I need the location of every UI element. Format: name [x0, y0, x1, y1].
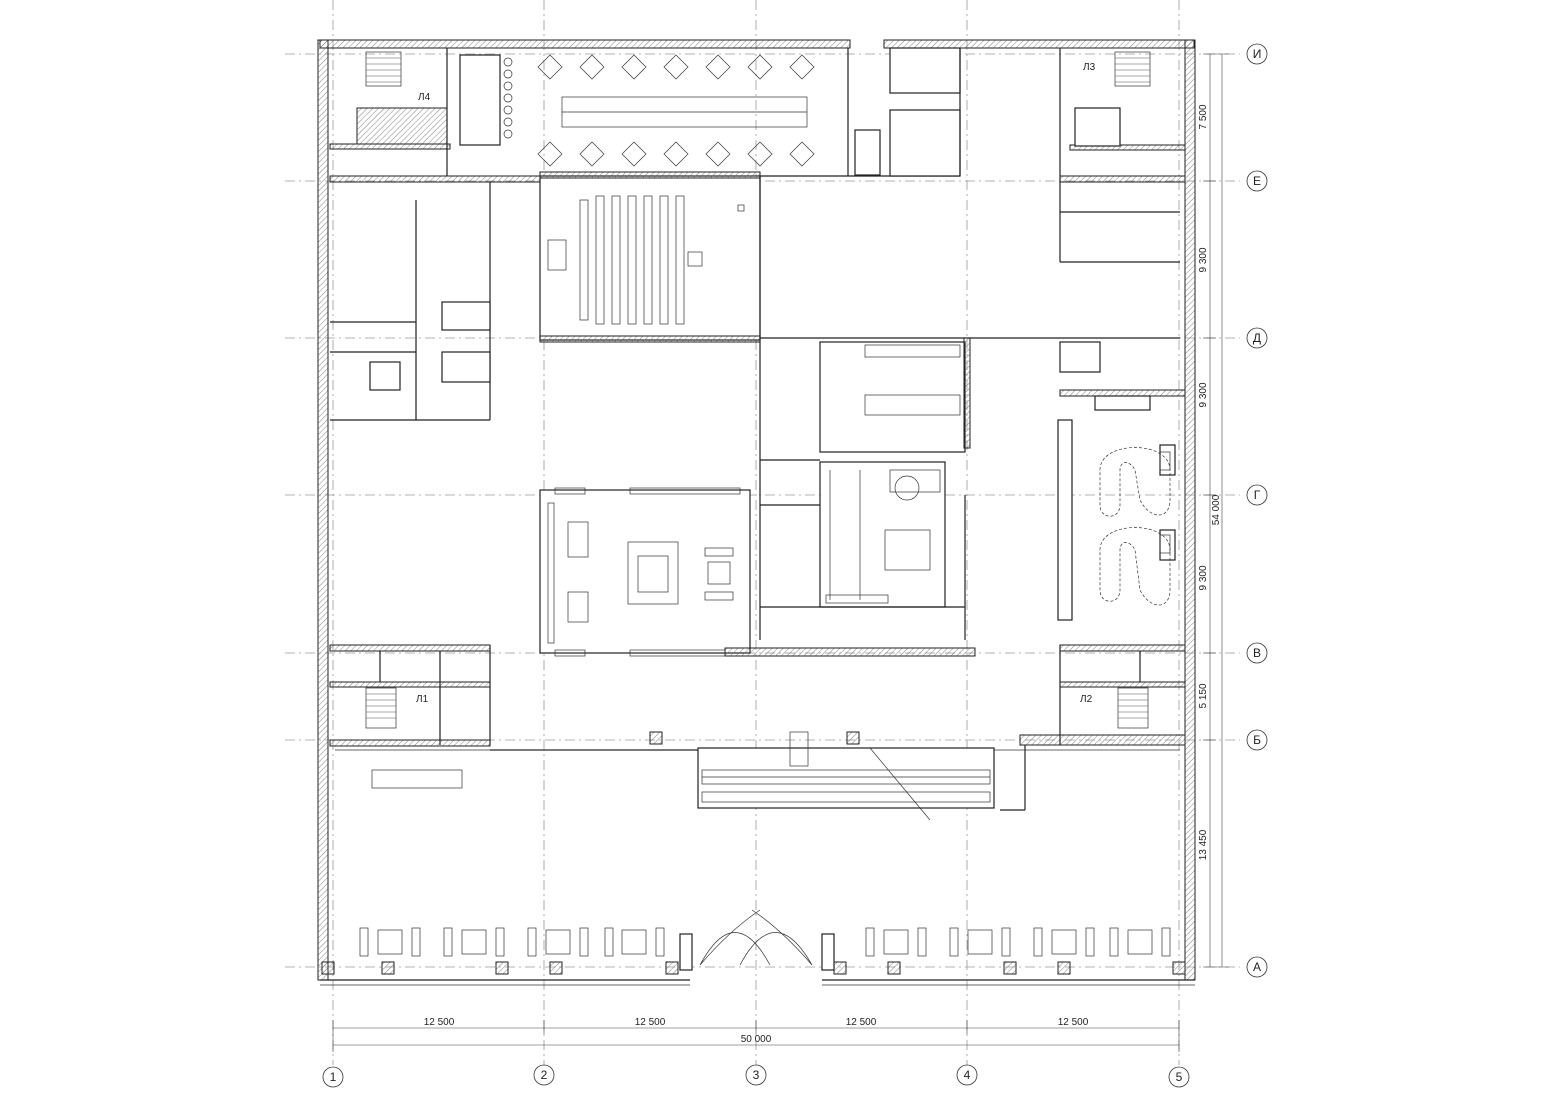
stairs: [365, 51, 1151, 729]
axis-row-g: Г: [1254, 488, 1261, 502]
axis-col-1: 1: [330, 1070, 337, 1084]
axis-col-3: 3: [753, 1068, 760, 1082]
axis-row-b: Б: [1253, 733, 1261, 747]
stair-label-l2: Л2: [1080, 694, 1093, 705]
axis-col-4: 4: [964, 1068, 971, 1082]
axis-row-a: А: [1253, 960, 1261, 974]
interior-walls: [329, 47, 1186, 811]
dim-total-vertical: 54 000: [1211, 494, 1222, 525]
race-track: [1099, 447, 1171, 606]
dim-span-3-4: 12 500: [846, 1017, 877, 1028]
dim-span-1-2: 12 500: [424, 1017, 455, 1028]
column-axis-markers: 1 2 3 4 5: [322, 1064, 1190, 1088]
dim-total-horizontal: 50 000: [741, 1034, 772, 1045]
dim-span-2-3: 12 500: [635, 1017, 666, 1028]
exterior-walls: [317, 39, 1196, 986]
stair-label-l4: Л4: [418, 92, 431, 103]
dim-span-d-g: 9 300: [1198, 382, 1209, 407]
exhibition-furniture: [547, 487, 741, 657]
axis-col-5: 5: [1176, 1070, 1183, 1084]
stair-label-l1: Л1: [416, 694, 429, 705]
axis-grid: [285, 0, 1240, 1065]
axis-row-v: В: [1253, 646, 1261, 660]
lobby-elements: [321, 769, 1186, 975]
axis-row-d: Д: [1253, 331, 1261, 345]
auditorium-seats: [547, 195, 745, 325]
right-dimensions: 7 500 9 300 9 300 9 300 5 150 13 450 54 …: [1198, 53, 1229, 968]
dim-span-g-v: 9 300: [1198, 565, 1209, 590]
axis-row-e: Е: [1253, 174, 1261, 188]
dim-span-i-e: 7 500: [1198, 104, 1209, 129]
dim-span-v-b: 5 150: [1198, 683, 1209, 708]
axis-col-2: 2: [541, 1068, 548, 1082]
row-axis-markers: А Б В Г Д Е И: [1246, 43, 1268, 978]
dim-span-4-5: 12 500: [1058, 1017, 1089, 1028]
stair-labels: Л4 Л3 Л1 Л2: [416, 62, 1096, 705]
escalators: [649, 731, 995, 821]
dim-span-e-d: 9 300: [1198, 247, 1209, 272]
stair-label-l3: Л3: [1083, 62, 1096, 73]
dim-span-b-a: 13 450: [1198, 829, 1209, 860]
wc-fixtures: [825, 344, 961, 604]
bottom-dimensions: 12 500 12 500 12 500 12 500 50 000: [332, 1017, 1180, 1052]
cafe-tables: [503, 54, 815, 167]
axis-row-i: И: [1253, 47, 1262, 61]
